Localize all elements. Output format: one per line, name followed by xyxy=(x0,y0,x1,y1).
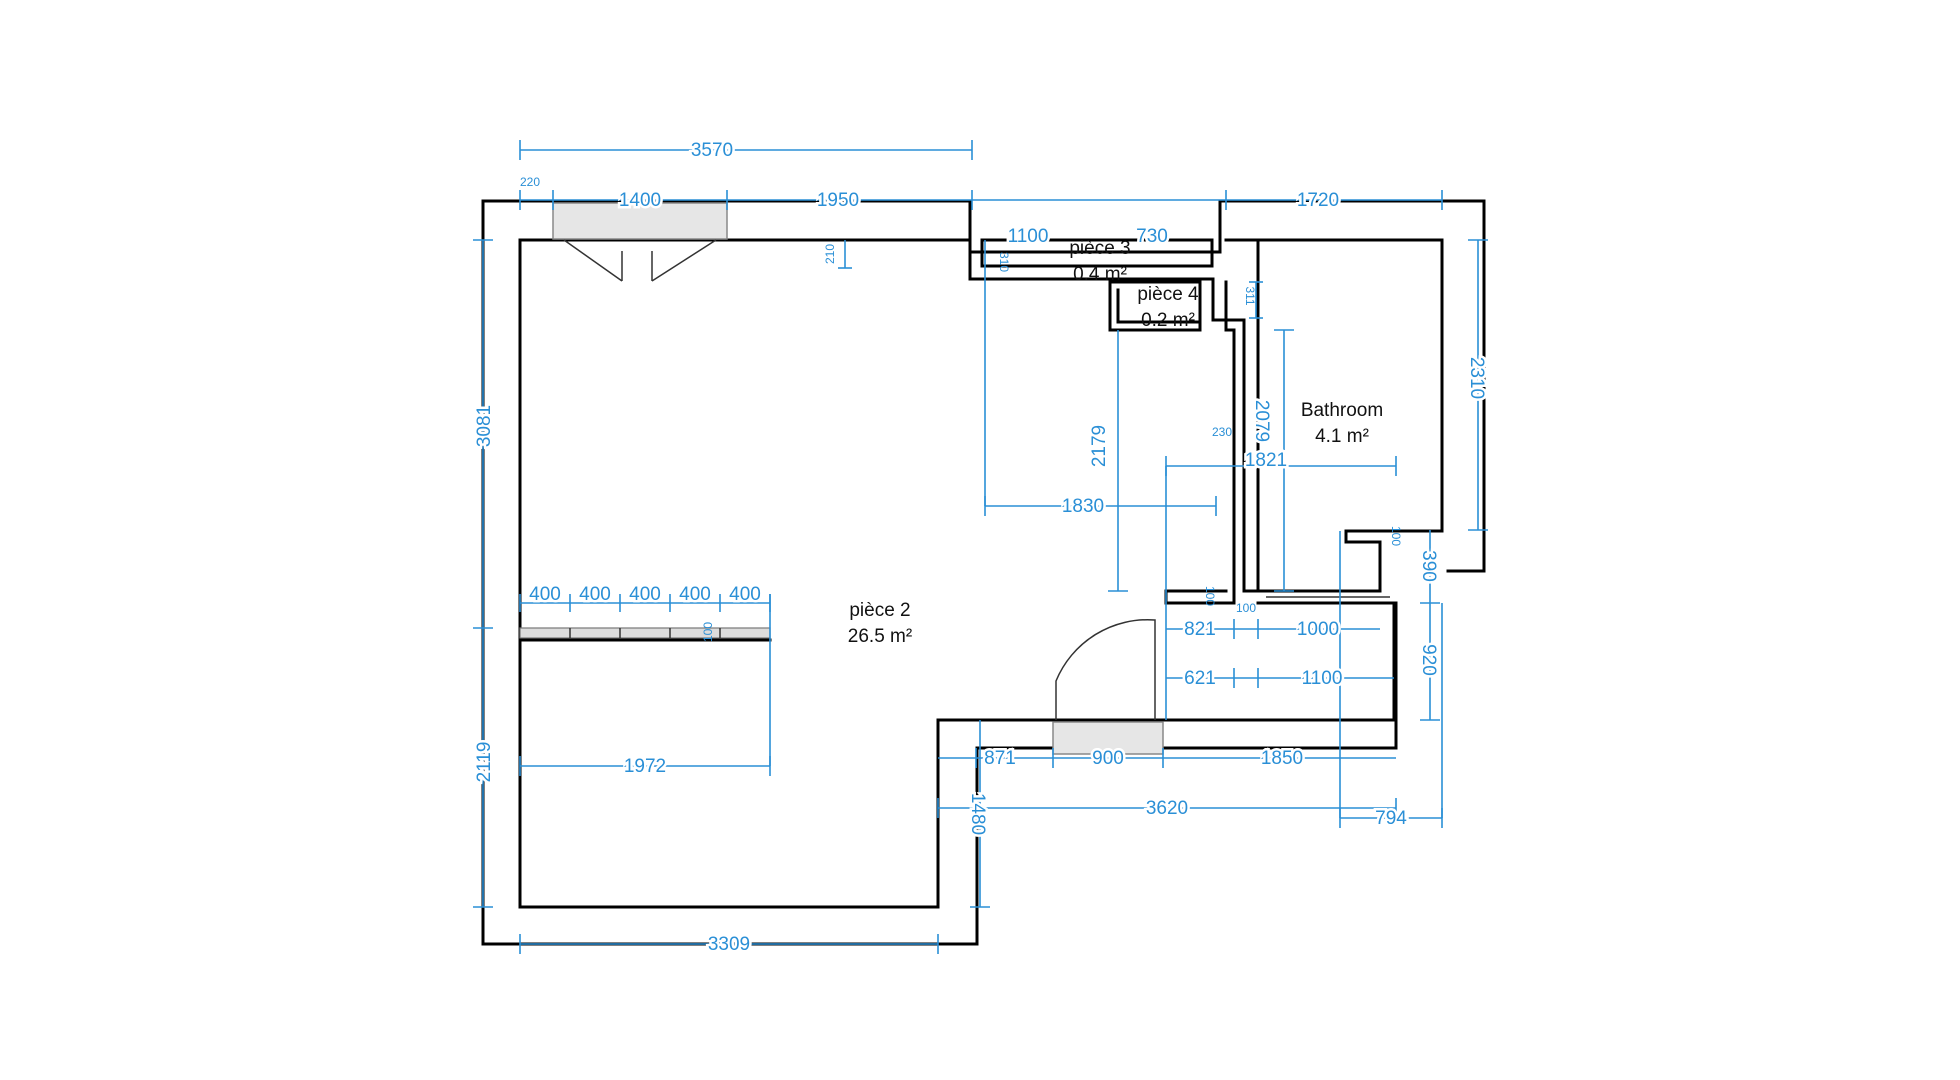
room-piece3-name: pièce 3 xyxy=(1069,238,1130,259)
dim-corridor-width: 1830 xyxy=(1062,496,1104,517)
dim-p3-offset: 210 xyxy=(823,244,837,264)
inner-wall-left xyxy=(518,238,1396,909)
window-casement-icon xyxy=(563,239,717,282)
dim-shelf-1: 400 xyxy=(529,584,561,605)
room-labels: pièce 2 26.5 m² pièce 3 0.4 m² pièce 4 0… xyxy=(848,238,1383,647)
dim-left-lower: 2119 xyxy=(474,742,495,783)
dim-door-width: 900 xyxy=(1092,748,1124,769)
room-piece2-area: 26.5 m² xyxy=(848,626,912,647)
dim-wall-100b: 100 xyxy=(1236,601,1256,615)
dim-top-window-offset: 220 xyxy=(520,175,540,189)
room-piece2-name: pièce 2 xyxy=(849,600,910,621)
dim-right-920: 920 xyxy=(1418,644,1439,676)
dim-p3-right: 730 xyxy=(1136,226,1168,247)
dim-bath-small: 230 xyxy=(1212,425,1232,439)
dimension-labels: 3570 220 1400 1950 1720 1100 730 310 210… xyxy=(472,138,1490,958)
room-bathroom-name: Bathroom xyxy=(1301,400,1383,421)
corridor-wall xyxy=(1211,277,1260,593)
room-piece4-area: 0.2 m² xyxy=(1141,310,1195,331)
dim-hall-621: 621 xyxy=(1184,668,1216,689)
dimension-lines xyxy=(473,140,1488,954)
outer-wall xyxy=(481,199,1486,573)
inner-wall-main xyxy=(518,238,1215,281)
dim-right-794: 794 xyxy=(1375,808,1407,829)
dim-top-window: 1400 xyxy=(619,190,661,211)
dim-door-right: 1850 xyxy=(1261,748,1303,769)
dim-shelf-5: 400 xyxy=(729,584,761,605)
dim-corridor-height: 2179 xyxy=(1089,425,1110,467)
piece4-walls-inner xyxy=(1116,288,1202,324)
dim-top-total: 3570 xyxy=(691,140,733,161)
dim-p3-width: 1100 xyxy=(1008,226,1049,247)
dim-left-upper: 3081 xyxy=(474,405,495,447)
dim-bath-right: 2310 xyxy=(1466,357,1487,399)
piece3-walls xyxy=(980,238,1214,268)
room-piece4-name: pièce 4 xyxy=(1137,284,1199,305)
dim-shelf-2: 400 xyxy=(579,584,611,605)
piece4-walls xyxy=(1108,280,1202,332)
dim-bath-notch: 100 xyxy=(1389,526,1403,546)
bathroom-walls xyxy=(1224,238,1444,593)
door-swing-icon xyxy=(1055,618,1156,720)
dim-hall-1100: 1100 xyxy=(1302,668,1343,689)
dim-top-bathroom: 1720 xyxy=(1297,190,1339,211)
dim-hall-821: 821 xyxy=(1184,619,1216,640)
dim-top-right-segment: 1950 xyxy=(817,190,859,211)
shelf-dividers xyxy=(569,628,721,638)
entrance-door-frame xyxy=(1052,721,1164,755)
room-piece3-area: 0.4 m² xyxy=(1073,264,1127,285)
dim-lower-width: 1972 xyxy=(624,756,666,777)
dim-door-offset: 871 xyxy=(984,748,1016,769)
dim-hall-1000: 1000 xyxy=(1297,619,1339,640)
dim-bath-wall-height: 2079 xyxy=(1251,400,1272,442)
dim-shelf-3: 400 xyxy=(629,584,661,605)
shelf xyxy=(519,627,771,639)
dim-right-390: 390 xyxy=(1418,550,1439,582)
dim-bottom: 3309 xyxy=(708,934,750,955)
room-bathroom-area: 4.1 m² xyxy=(1315,426,1369,447)
dim-shelf-depth: 100 xyxy=(701,622,715,642)
dim-shelf-4: 400 xyxy=(679,584,711,605)
dim-p3-depth: 310 xyxy=(997,252,1011,272)
window-top xyxy=(552,202,728,240)
dim-wall-100a: 100 xyxy=(1203,586,1217,606)
dim-step-height: 1480 xyxy=(967,793,988,835)
dim-lower-total: 3620 xyxy=(1146,798,1188,819)
dim-bath-width: 1821 xyxy=(1245,450,1287,471)
dim-p4-depth: 311 xyxy=(1243,286,1257,305)
